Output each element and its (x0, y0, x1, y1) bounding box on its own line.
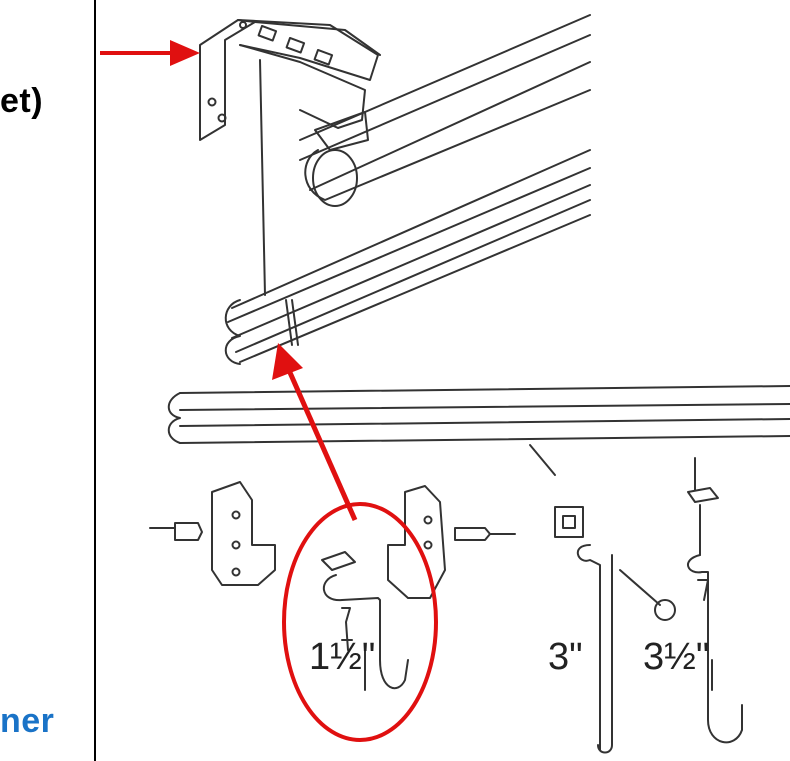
small-hook (321, 551, 409, 691)
hook-size-small: 1½" (309, 636, 376, 678)
left-bracket (149, 481, 276, 586)
hanging-cord (259, 59, 266, 296)
long-rod (167, 385, 790, 444)
highlight-circle (282, 502, 438, 742)
up-arrow-head (272, 343, 303, 380)
hook-size-large: 3½" (643, 636, 710, 678)
top-arrow-head (170, 40, 200, 66)
hook-size-medium: 3" (548, 636, 583, 678)
lower-rod (224, 149, 591, 365)
vertical-divider (94, 0, 96, 761)
left-label-bottom: ner (0, 702, 55, 740)
medium-hook (529, 444, 676, 754)
top-bracket (199, 19, 381, 141)
large-hook (687, 457, 743, 744)
right-bracket (387, 485, 516, 599)
left-label-top: et) (0, 82, 44, 120)
upper-rod (299, 14, 591, 207)
annotations (100, 40, 438, 742)
up-arrow-shaft (285, 366, 358, 522)
